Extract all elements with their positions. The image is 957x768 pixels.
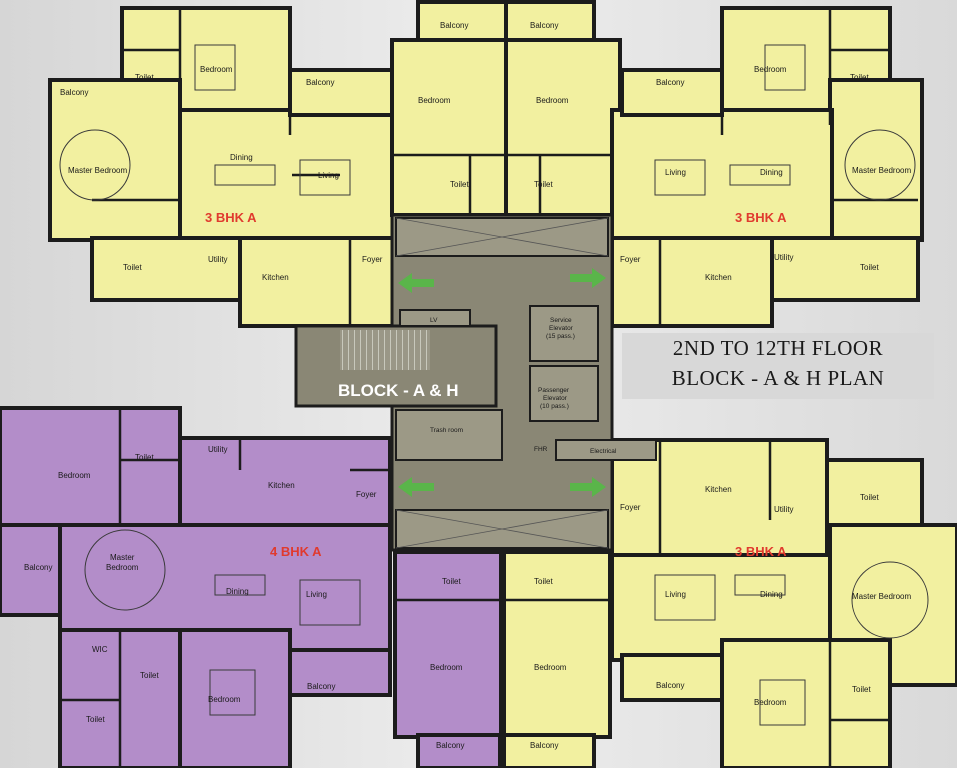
room-living: Living [306,590,327,599]
room-living: Living [665,168,686,177]
room-foyer: Foyer [362,255,383,264]
passenger-elevator-box [529,365,599,422]
room-master: Master [110,553,135,562]
room-bedroom: Bedroom [418,96,451,105]
room-service-elevator-2: Elevator [549,325,574,332]
room-trash-room: Trash room [430,427,463,434]
room-utility: Utility [774,253,794,262]
room-kitchen: Kitchen [262,273,289,282]
room-master-bedroom: Master Bedroom [852,592,911,601]
room-living: Living [318,171,339,180]
room-foyer: Foyer [356,490,377,499]
room-balcony: Balcony [440,21,468,30]
unit-top-center [390,0,622,217]
service-elevator-box [529,305,599,362]
core-label: BLOCK - A & H [338,381,459,400]
room-toilet: Toilet [450,180,469,189]
room-master-bedroom: Master Bedroom [68,166,127,175]
room-utility: Utility [774,505,794,514]
arrow-left-icon [398,477,434,497]
room-toilet: Toilet [852,685,871,694]
room-balcony: Balcony [60,88,88,97]
electrical-box [555,439,657,461]
room-bedroom: Bedroom [754,698,787,707]
room-toilet: Toilet [860,493,879,502]
room-toilet: Toilet [534,577,553,586]
room-balcony: Balcony [530,21,558,30]
room-bedroom: Bedroom [200,65,233,74]
room-bedroom: Bedroom [430,663,463,672]
room-toilet: Toilet [534,180,553,189]
arrow-right-icon [570,477,606,497]
unit-top-center-inner-walls [392,153,620,215]
room-master-bedroom-label: Bedroom [106,563,139,572]
unit-label-bottom-right: 3 BHK A [735,544,787,559]
room-fhr: FHR [534,446,548,453]
room-kitchen: Kitchen [705,485,732,494]
furniture [59,44,929,726]
core [294,213,657,552]
trash-room-box [395,409,503,461]
room-toilet: Toilet [850,73,869,82]
lv-box [399,309,471,327]
room-bedroom: Bedroom [536,96,569,105]
unit-label-top-left: 3 BHK A [205,210,257,225]
room-balcony: Balcony [656,681,684,690]
room-passenger-elevator: Passenger [538,387,570,394]
unit-bottom-left [0,406,503,768]
arrow-left-icon [398,273,434,293]
room-bedroom: Bedroom [208,695,241,704]
unit-bottom-left-inner-walls [60,410,500,768]
room-balcony: Balcony [307,682,335,691]
room-balcony: Balcony [530,741,558,750]
unit-bottom-right [502,438,957,768]
room-dining: Dining [760,168,783,177]
room-service-elevator-cap: (15 pass.) [546,333,575,340]
room-bedroom: Bedroom [534,663,567,672]
room-balcony: Balcony [24,563,52,572]
room-balcony: Balcony [436,741,464,750]
room-master-bedroom: Master Bedroom [852,166,911,175]
plan-title-line2: BLOCK - A & H PLAN [671,366,885,390]
room-toilet: Toilet [860,263,879,272]
room-wic: WIC [92,645,108,654]
room-foyer: Foyer [620,503,641,512]
unit-label-bottom-left: 4 BHK A [270,544,322,559]
room-toilet: Toilet [86,715,105,724]
unit-bottom-right-inner-walls [504,440,890,768]
arrow-icons [398,268,606,497]
room-dining: Dining [760,590,783,599]
staircase [340,330,430,370]
arrow-right-icon [570,268,606,288]
plan-title-line1: 2ND TO 12TH FLOOR [672,336,884,360]
room-foyer: Foyer [620,255,641,264]
room-dining: Dining [230,153,253,162]
room-balcony: Balcony [306,78,334,87]
room-utility: Utility [208,255,228,264]
room-living: Living [665,590,686,599]
unit-top-right-inner-walls [658,10,918,325]
room-kitchen: Kitchen [705,273,732,282]
room-balcony: Balcony [656,78,684,87]
room-toilet: Toilet [442,577,461,586]
unit-label-top-right: 3 BHK A [735,210,787,225]
unit-top-right [610,6,924,328]
room-electrical: Electrical [590,448,617,455]
room-toilet: Toilet [135,73,154,82]
room-passenger-elevator-2: Elevator [543,395,568,402]
room-bedroom: Bedroom [754,65,787,74]
room-service-elevator: Service [550,317,572,324]
room-lv: LV [430,317,438,324]
room-bedroom: Bedroom [58,471,91,480]
plan-title-box: 2ND TO 12TH FLOOR BLOCK - A & H PLAN [622,333,934,399]
unit-top-left-inner-walls [92,10,352,325]
room-kitchen: Kitchen [268,481,295,490]
room-toilet: Toilet [140,671,159,680]
room-dining: Dining [226,587,249,596]
room-toilet: Toilet [123,263,142,272]
room-toilet: Toilet [135,453,154,462]
room-passenger-elevator-cap: (10 pass.) [540,403,569,410]
room-utility: Utility [208,445,228,454]
